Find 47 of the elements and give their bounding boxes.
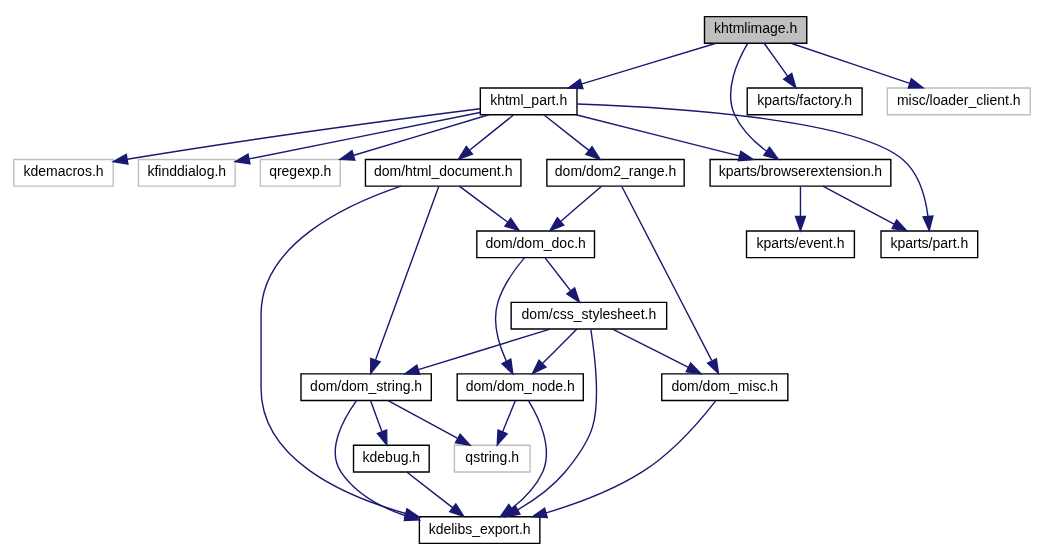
- arrow: [458, 185, 521, 232]
- arrow: [233, 111, 481, 165]
- arrow: [337, 114, 490, 161]
- node-box: dom/dom_doc.h: [476, 230, 596, 259]
- node-box: khtml_part.h: [479, 87, 578, 116]
- node-box: qstring.h: [453, 444, 531, 473]
- arrow: [494, 256, 526, 376]
- arrow: [369, 399, 388, 447]
- arrow: [369, 185, 440, 376]
- arrow: [111, 108, 481, 165]
- arrow: [575, 114, 756, 162]
- arrow: [530, 400, 717, 519]
- arrow: [543, 114, 602, 161]
- node-box: kparts/part.h: [880, 230, 979, 259]
- node-box: kfinddialog.h: [137, 158, 236, 187]
- arrow: [406, 471, 466, 518]
- node-box: khtmlimage.h: [703, 15, 808, 44]
- node-box: dom/dom_string.h: [300, 373, 432, 402]
- arrow: [763, 42, 798, 90]
- node-box: kdebug.h: [352, 444, 430, 473]
- arrow: [794, 185, 807, 233]
- arrow: [611, 328, 703, 375]
- arrow: [822, 185, 909, 232]
- arrow: [531, 328, 578, 375]
- arrow: [576, 103, 934, 233]
- arrow: [544, 256, 581, 304]
- node-box: kparts/event.h: [745, 230, 856, 259]
- arrow: [729, 42, 780, 161]
- arrow: [548, 185, 603, 232]
- arrow: [456, 114, 515, 161]
- arrow: [402, 328, 551, 376]
- node-box: kdelibs_export.h: [418, 516, 541, 545]
- node-box: kdemacros.h: [13, 158, 114, 187]
- node-box: dom/dom_misc.h: [661, 373, 789, 402]
- node-box: misc/loader_client.h: [886, 87, 1031, 116]
- arrow: [496, 399, 517, 447]
- node-box: kparts/browserextension.h: [709, 158, 892, 187]
- node-box: kparts/factory.h: [746, 87, 863, 116]
- arrow: [621, 185, 720, 376]
- node-box: dom/css_stylesheet.h: [510, 301, 668, 330]
- node-box: dom/dom_node.h: [456, 373, 584, 402]
- node-box: qregexp.h: [259, 158, 341, 187]
- node-box: dom/dom2_range.h: [546, 158, 685, 187]
- node-box: dom/html_document.h: [364, 158, 522, 187]
- arrow: [790, 42, 926, 89]
- arrow: [387, 399, 472, 447]
- arrow: [566, 42, 717, 90]
